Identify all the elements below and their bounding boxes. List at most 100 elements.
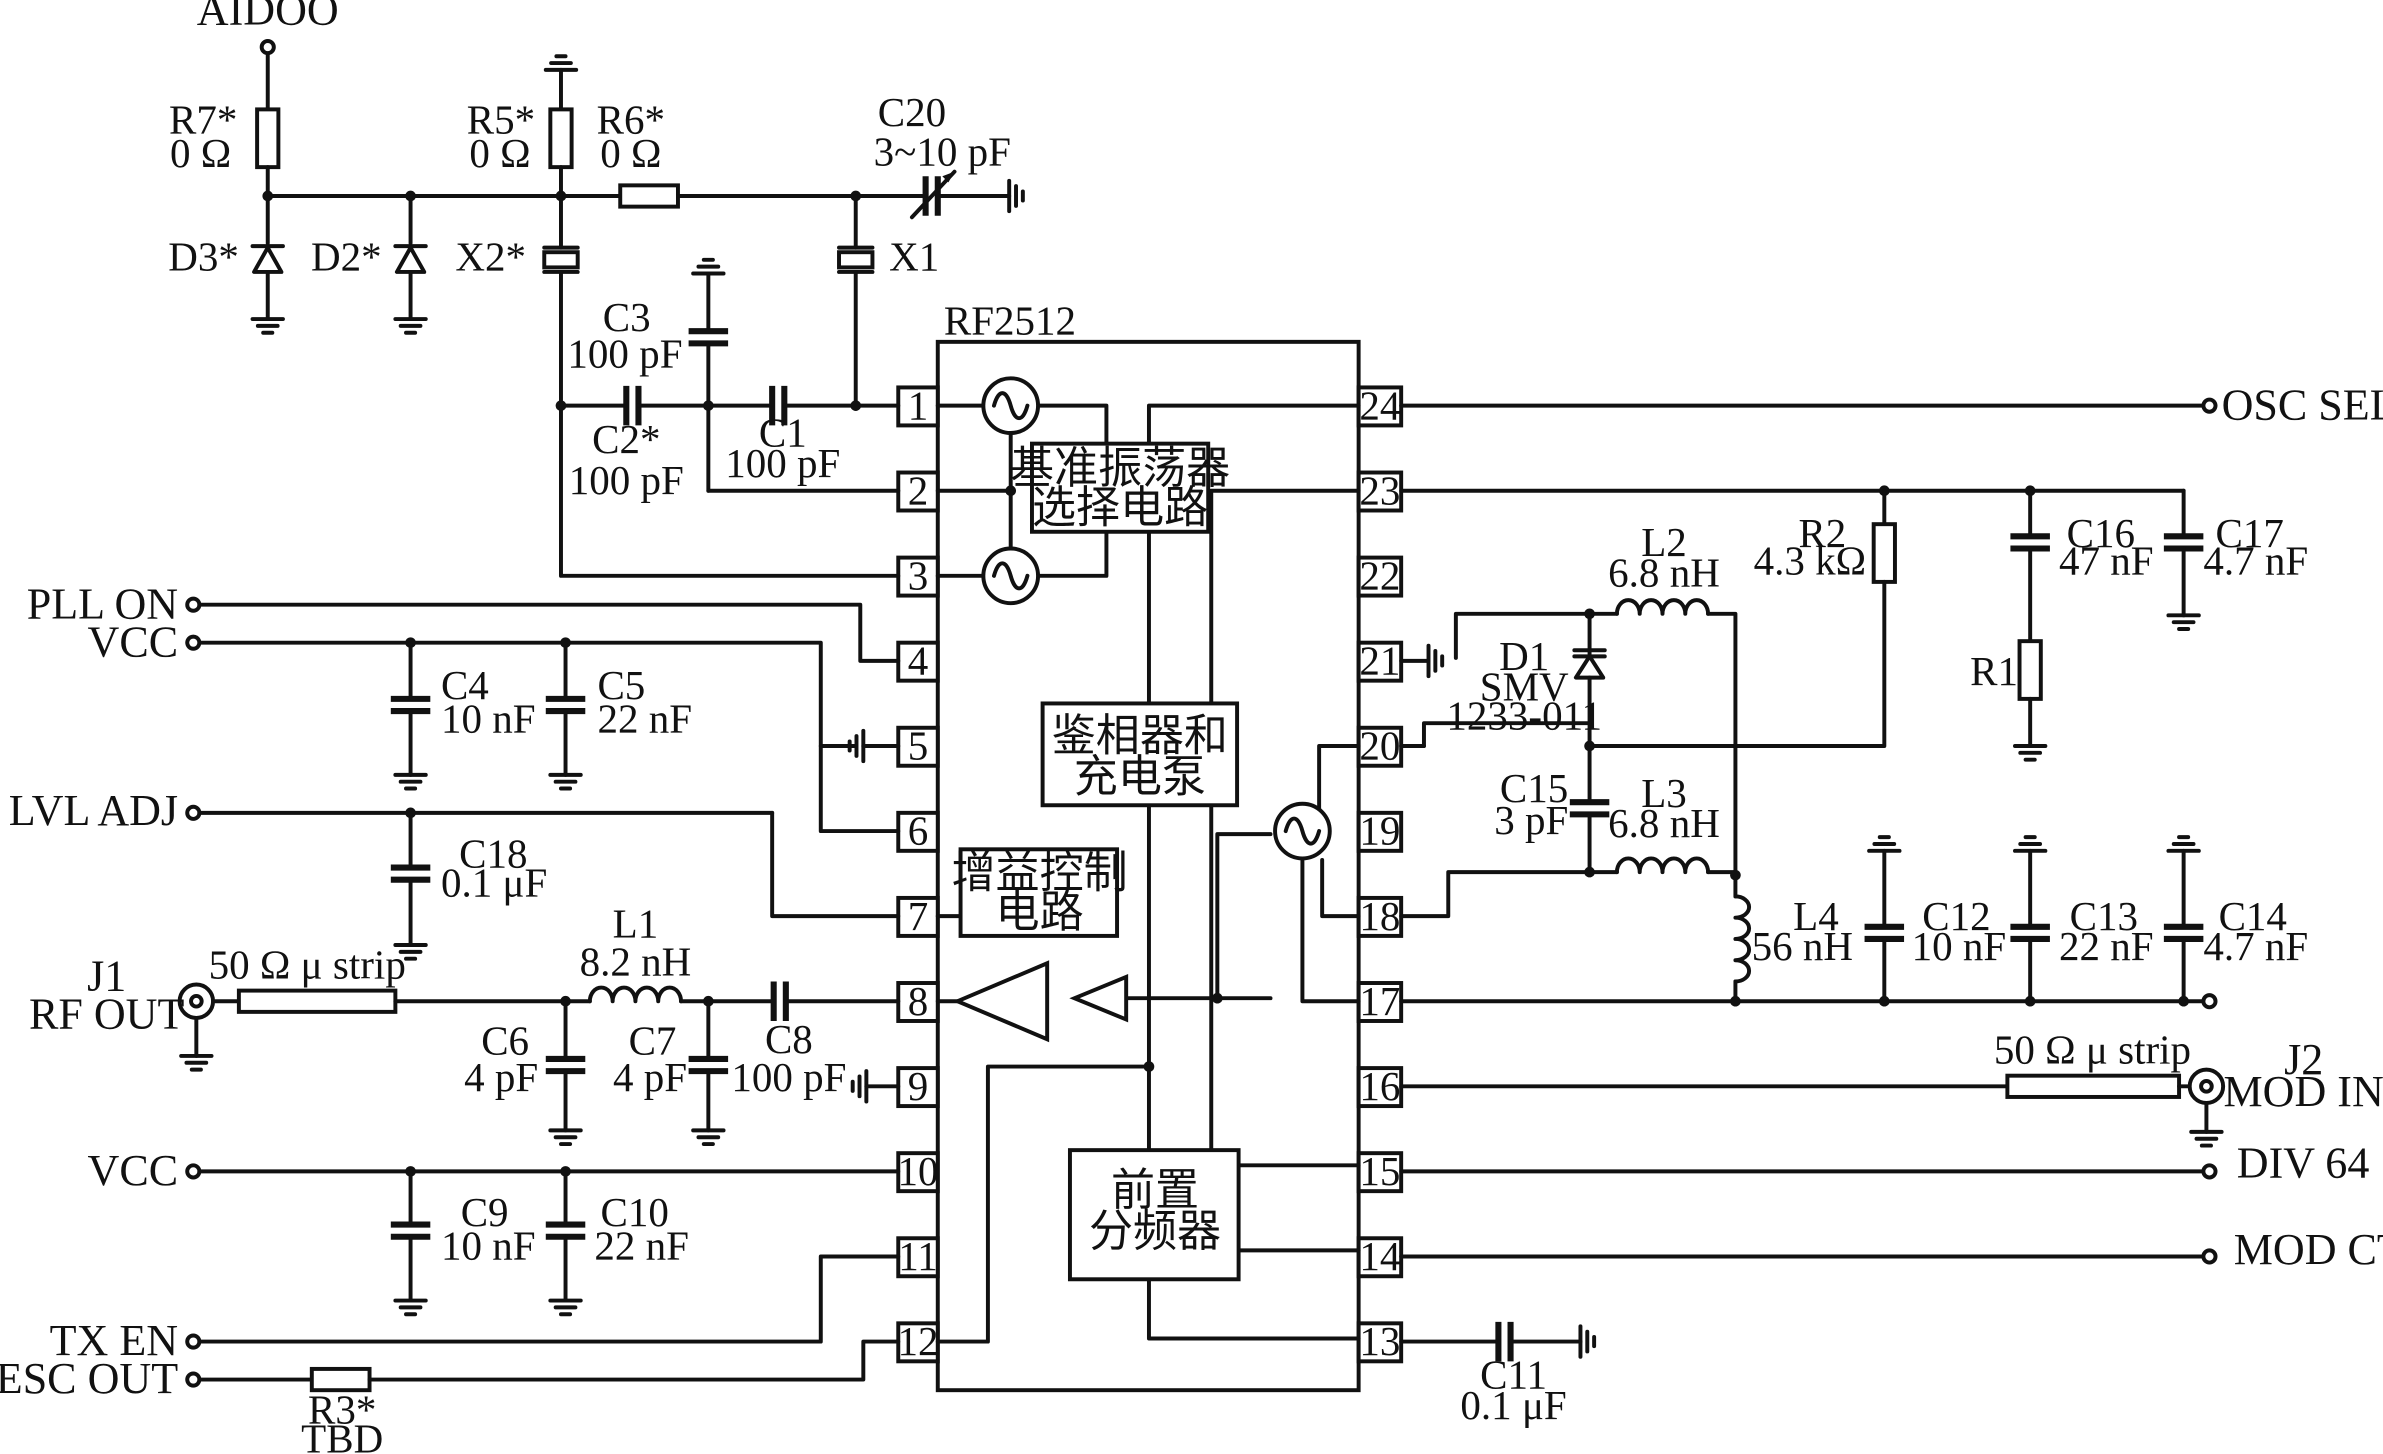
mod-ctl-port [2201, 1248, 2218, 1265]
pin-14: 14 [1359, 1233, 1400, 1279]
svg-text:充电泵: 充电泵 [1074, 752, 1206, 803]
div64-port [2201, 1163, 2218, 1180]
svg-text:50 Ω μ strip: 50 Ω μ strip [1994, 1027, 2191, 1073]
aidoo-label: AIDOO [197, 0, 339, 34]
svg-text:C18: C18 [459, 831, 527, 877]
svg-text:C8: C8 [765, 1016, 813, 1062]
svg-text:X1: X1 [889, 233, 939, 279]
svg-text:4.7 nF: 4.7 nF [2203, 537, 2308, 583]
r5-resistor [548, 107, 574, 170]
svg-text:PLL ON: PLL ON [27, 579, 178, 628]
svg-text:前置: 前置 [1111, 1165, 1199, 1216]
svg-text:C20: C20 [878, 89, 946, 135]
svg-text:L3: L3 [1641, 770, 1687, 816]
ground-icon [691, 257, 726, 276]
pin-boxes-left [896, 385, 940, 1364]
svg-text:D2*: D2* [311, 233, 382, 279]
svg-text:4 pF: 4 pF [464, 1054, 538, 1100]
osc-sel-port [2201, 397, 2218, 414]
pin-15: 15 [1359, 1148, 1400, 1194]
svg-text:22 nF: 22 nF [2059, 923, 2154, 969]
svg-text:8.2 nH: 8.2 nH [580, 938, 692, 984]
crystal-network: AIDOO R7* 0 Ω D3* D2* R5* 0 Ω X2* R6* 0 … [168, 0, 1025, 578]
ground-icon [2166, 613, 2201, 631]
svg-text:56 nH: 56 nH [1752, 923, 1853, 969]
pin-16: 16 [1359, 1063, 1400, 1109]
svg-text:OSC SEL: OSC SEL [2222, 380, 2383, 429]
left-side-network: PLL ON VCC C4 10 nF C5 22 nF LVL ADJ C18… [0, 579, 901, 1454]
svg-text:R6*: R6* [597, 97, 665, 143]
svg-text:鉴相器和: 鉴相器和 [1052, 711, 1228, 762]
ground-icon [548, 1298, 583, 1317]
pin-3: 3 [908, 553, 929, 599]
pin-7: 7 [908, 893, 929, 939]
svg-text:100 pF: 100 pF [731, 1054, 846, 1100]
svg-text:J1: J1 [87, 952, 126, 1001]
d2-diode [393, 244, 428, 274]
svg-text:PRESC OUT: PRESC OUT [0, 1354, 178, 1403]
pin-9: 9 [908, 1063, 929, 1109]
svg-text:D3*: D3* [168, 233, 239, 279]
svg-text:R2: R2 [1798, 510, 1846, 556]
pin-5: 5 [908, 723, 929, 769]
l3-inductor [1614, 856, 1711, 875]
svg-text:3~10 pF: 3~10 pF [874, 129, 1011, 175]
svg-text:C17: C17 [2216, 510, 2284, 556]
pin-13: 13 [1359, 1318, 1400, 1364]
svg-text:C2*: C2* [592, 416, 660, 462]
svg-text:10 nF: 10 nF [441, 1223, 536, 1269]
vco-osc [1273, 801, 1332, 861]
svg-text:DIV 64: DIV 64 [2237, 1138, 2370, 1187]
d3-diode [250, 244, 285, 274]
internal-wiring [935, 403, 1361, 1344]
ground-icon [1007, 178, 1025, 214]
svg-text:0.1 μF: 0.1 μF [441, 859, 547, 905]
svg-text:1233-011: 1233-011 [1446, 692, 1602, 738]
pin-8: 8 [908, 978, 929, 1024]
svg-text:X2*: X2* [455, 233, 526, 279]
svg-text:R3*: R3* [308, 1387, 376, 1433]
ref-osc-2 [981, 546, 1041, 606]
svg-text:MOD IN: MOD IN [2224, 1067, 2383, 1116]
pin-19: 19 [1359, 808, 1400, 854]
svg-text:L2: L2 [1641, 519, 1687, 565]
svg-text:VCC: VCC [88, 617, 179, 666]
svg-text:22 nF: 22 nF [597, 695, 692, 741]
svg-text:RF OUT: RF OUT [29, 990, 185, 1039]
svg-text:L1: L1 [613, 900, 659, 946]
x2-crystal [542, 245, 580, 274]
ic-rf2512: RF2512 [896, 297, 1404, 1393]
r1-resistor [2017, 639, 2043, 701]
ground-icon [548, 1128, 583, 1147]
svg-text:4.7 nF: 4.7 nF [2203, 923, 2308, 969]
l4-inductor [1733, 894, 1752, 984]
svg-text:C5: C5 [597, 662, 645, 708]
r6-resistor [618, 183, 680, 209]
ground-icon [2013, 835, 2048, 853]
x1-crystal [837, 245, 875, 274]
svg-text:VCC: VCC [88, 1146, 179, 1195]
svg-text:10 nF: 10 nF [441, 695, 536, 741]
pin-24: 24 [1359, 382, 1400, 428]
svg-text:4.3 kΩ: 4.3 kΩ [1754, 537, 1867, 583]
svg-text:R1: R1 [1970, 648, 2018, 694]
pin-6: 6 [908, 808, 929, 854]
svg-text:C11: C11 [1480, 1352, 1547, 1398]
svg-text:LVL ADJ: LVL ADJ [9, 786, 178, 835]
j1-connector [177, 982, 216, 1020]
pin-10: 10 [898, 1148, 939, 1194]
pin-22: 22 [1359, 553, 1400, 599]
svg-text:C14: C14 [2219, 893, 2287, 939]
svg-text:增益控制: 增益控制 [951, 847, 1127, 898]
ground-icon [2189, 1129, 2224, 1148]
svg-text:R7*: R7* [169, 97, 237, 143]
svg-text:C13: C13 [2070, 893, 2138, 939]
svg-text:C6: C6 [481, 1017, 529, 1063]
svg-text:0 Ω: 0 Ω [469, 130, 530, 176]
ground-icon [543, 54, 579, 72]
ground-icon [393, 772, 428, 791]
svg-text:22 nF: 22 nF [594, 1223, 689, 1269]
svg-text:C15: C15 [1500, 765, 1568, 811]
svg-text:C16: C16 [2067, 510, 2135, 556]
